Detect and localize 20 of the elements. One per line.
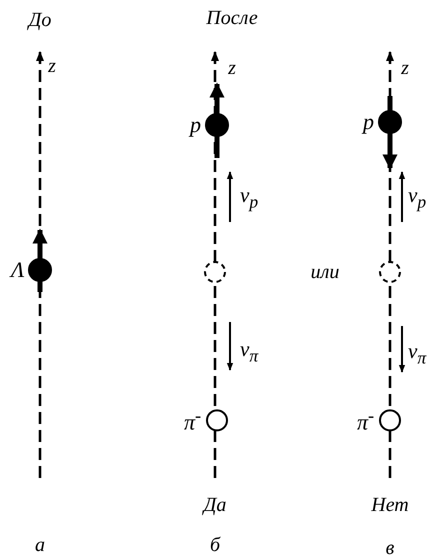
particle-label: π$^{-}$ — [184, 406, 202, 434]
particle-label: p — [190, 114, 201, 136]
particle-label: p — [363, 111, 374, 133]
panel-letter: в — [386, 538, 394, 558]
axis-label: z — [228, 58, 236, 78]
panel-letter: б — [210, 535, 220, 555]
velocity-label: v$_{π}$ — [240, 339, 258, 365]
verdict-label: Нет — [371, 495, 409, 515]
axis-label: z — [401, 58, 409, 78]
particle-label: Λ — [11, 259, 24, 281]
velocity-label: v$_{π}$ — [408, 341, 426, 367]
verdict-label: Да — [204, 495, 226, 515]
particle-label: π$^{-}$ — [357, 406, 374, 434]
conjunction-label: или — [310, 262, 340, 282]
axis-label: z — [48, 56, 56, 76]
velocity-label: v$_{p}$ — [240, 185, 258, 211]
velocity-label: v$_{p}$ — [408, 185, 426, 211]
heading: До — [28, 10, 52, 30]
panel-letter: а — [35, 535, 45, 555]
heading: После — [206, 8, 258, 28]
